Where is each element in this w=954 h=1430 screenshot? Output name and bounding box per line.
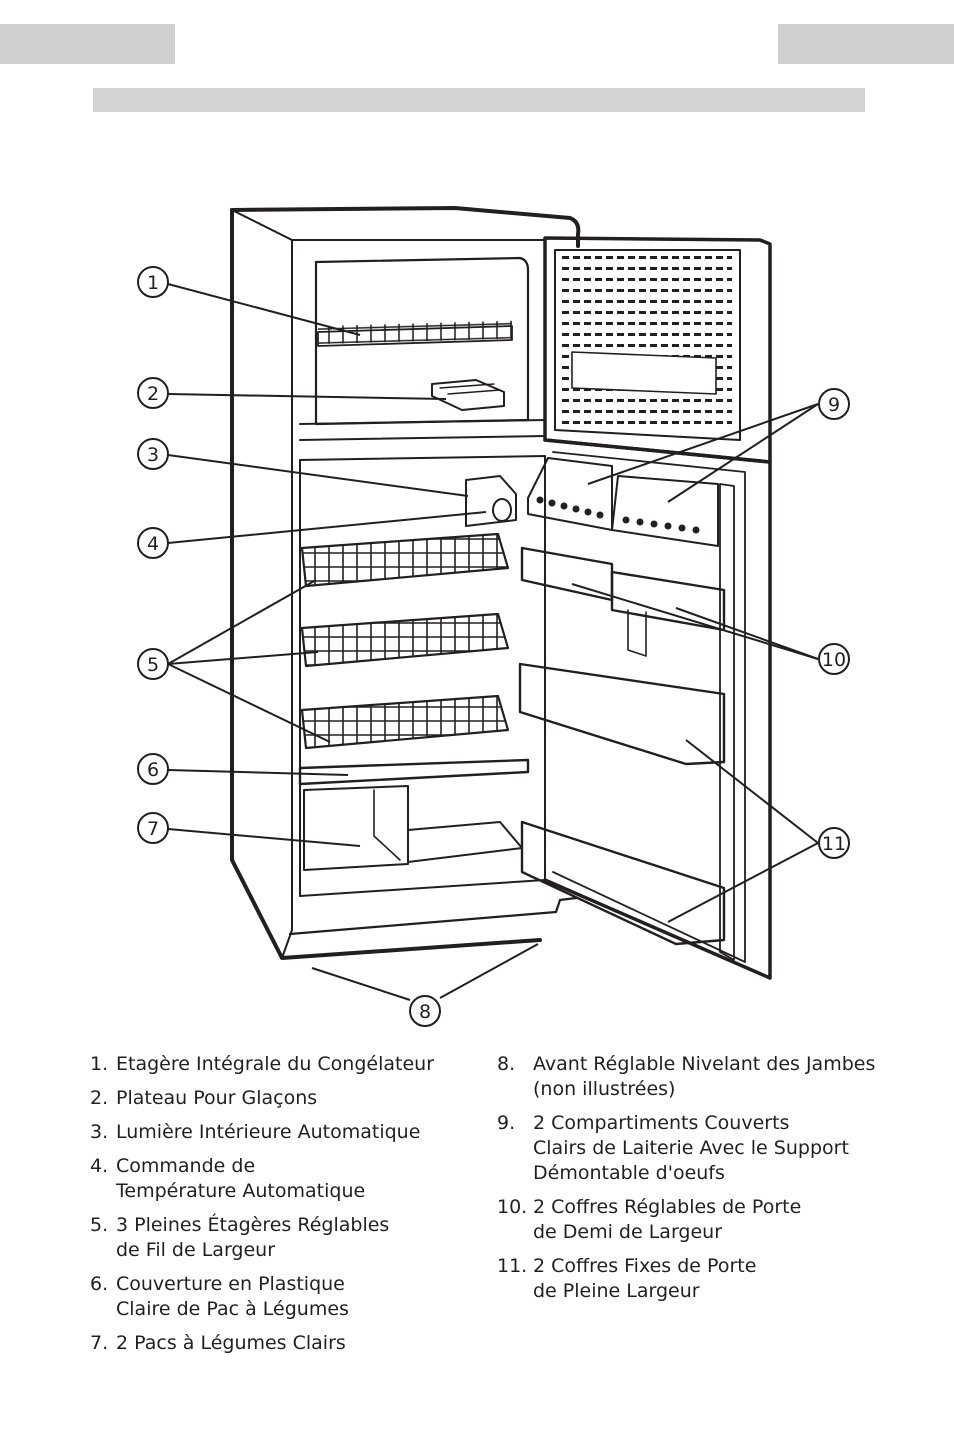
legend-item: 9.2 Compartiments Couverts Clairs de Lai… — [497, 1112, 849, 1184]
callout-7: 7 — [137, 812, 169, 844]
legend-item: 11.2 Coffres Fixes de Porte de Pleine La… — [497, 1255, 757, 1302]
header-tab-left — [0, 24, 175, 64]
svg-text:4: 4 — [147, 533, 159, 555]
legend-item: 10.2 Coffres Réglables de Porte de Demi … — [497, 1196, 802, 1243]
legend-item: 8.Avant Réglable Nivelant des Jambes (no… — [497, 1053, 876, 1100]
parts-legend-left: 1.Etagère Intégrale du Congélateur 2.Pla… — [90, 1052, 470, 1365]
svg-text:11: 11 — [822, 833, 846, 855]
callout-1: 1 — [137, 266, 169, 298]
legend-item: 2.Plateau Pour Glaçons — [90, 1087, 318, 1109]
callout-8: 8 — [409, 995, 441, 1027]
legend-item: 5.3 Pleines Étagères Réglables de Fil de… — [90, 1214, 390, 1261]
callout-3: 3 — [137, 438, 169, 470]
svg-text:5: 5 — [147, 654, 159, 676]
legend-item: 6.Couverture en Plastique Claire de Pac … — [90, 1273, 349, 1320]
callout-5: 5 — [137, 648, 169, 680]
section-title-bar — [93, 88, 865, 112]
callout-leaders — [167, 283, 819, 1001]
callout-10: 10 — [818, 643, 850, 675]
svg-text:9: 9 — [828, 394, 840, 416]
svg-text:7: 7 — [147, 818, 159, 840]
legend-item: 4.Commande de Température Automatique — [90, 1155, 366, 1202]
callout-11: 11 — [818, 827, 850, 859]
svg-text:1: 1 — [147, 272, 159, 294]
svg-text:10: 10 — [822, 649, 846, 671]
callout-2: 2 — [137, 377, 169, 409]
callout-4: 4 — [137, 527, 169, 559]
svg-text:2: 2 — [147, 383, 159, 405]
callout-markers: 1 2 3 4 5 6 7 8 9 10 11 — [137, 266, 850, 1027]
parts-legend-right: 8.Avant Réglable Nivelant des Jambes (no… — [497, 1052, 917, 1313]
svg-text:8: 8 — [419, 1001, 431, 1023]
legend-item: 3.Lumière Intérieure Automatique — [90, 1121, 421, 1143]
legend-item: 1.Etagère Intégrale du Congélateur — [90, 1053, 435, 1075]
wire-shelves — [300, 532, 510, 750]
svg-text:3: 3 — [147, 444, 159, 466]
callout-6: 6 — [137, 753, 169, 785]
svg-text:6: 6 — [147, 759, 159, 781]
callout-9: 9 — [818, 388, 850, 420]
refrigerator-diagram: 1 2 3 4 5 6 7 8 9 10 11 — [137, 206, 850, 1027]
header-tab-right — [778, 24, 954, 64]
legend-item: 7.2 Pacs à Légumes Clairs — [90, 1332, 346, 1354]
refrigerator-cabinet — [230, 206, 772, 980]
